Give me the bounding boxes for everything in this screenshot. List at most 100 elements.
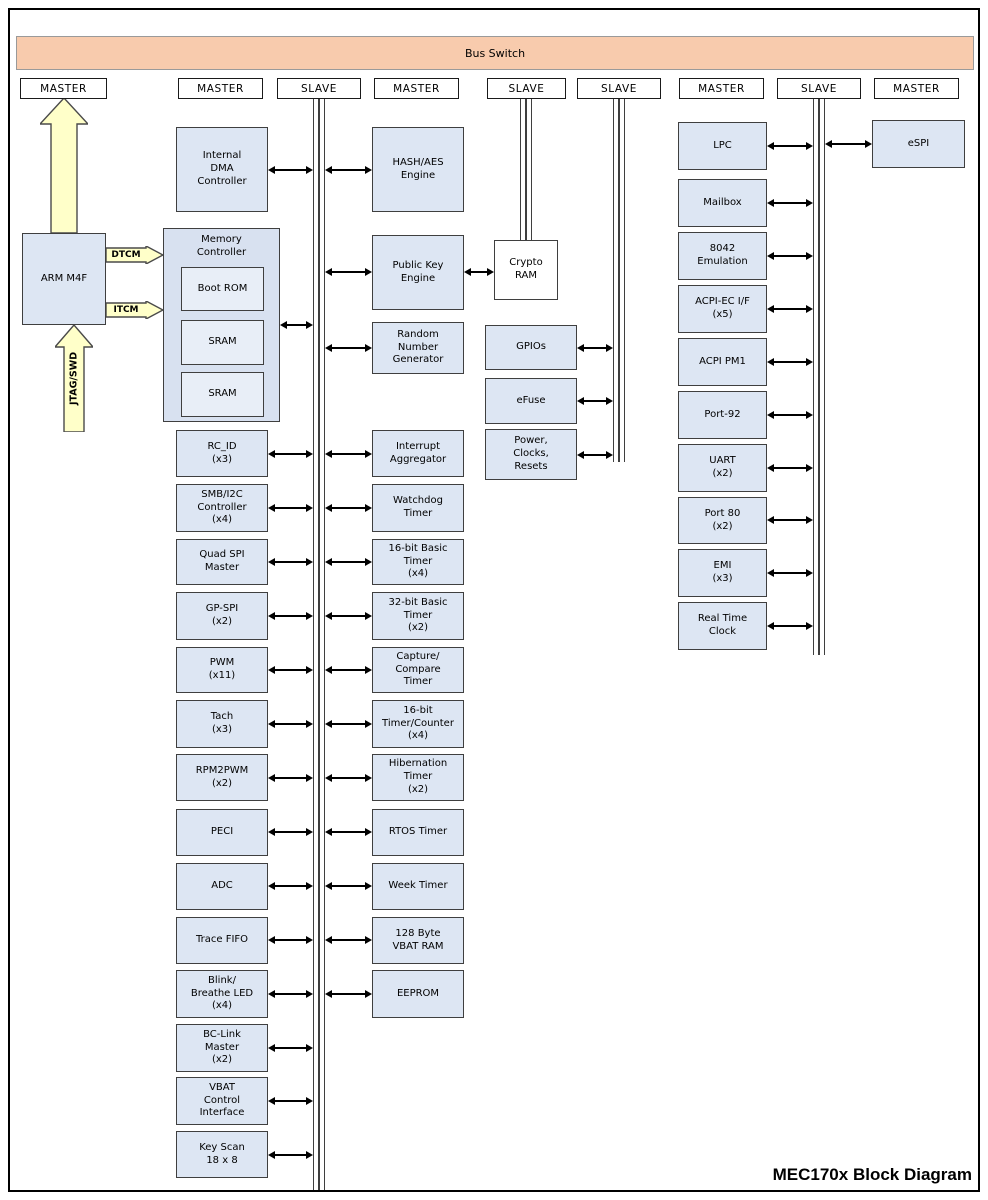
double-arrow (577, 450, 613, 460)
double-arrow (325, 881, 372, 891)
block-boot-rom: Boot ROM (181, 267, 264, 311)
port-master-1: MASTER (20, 78, 107, 99)
block-port-80: Port 80 (x2) (678, 497, 767, 544)
block-hibernation-timer: Hibernation Timer (x2) (372, 754, 464, 801)
port-slave-3: SLAVE (577, 78, 661, 99)
block-acpi-pm1: ACPI PM1 (678, 338, 767, 386)
double-arrow (325, 773, 372, 783)
double-arrow (325, 989, 372, 999)
dtcm-arrow: DTCM (106, 246, 163, 264)
block-8042-emulation: 8042 Emulation (678, 232, 767, 280)
port-slave-2: SLAVE (487, 78, 566, 99)
block-timer-counter-16bit: 16-bit Timer/Counter (x4) (372, 700, 464, 748)
double-arrow (577, 343, 613, 353)
double-arrow (268, 827, 313, 837)
double-arrow (268, 557, 313, 567)
page-border (8, 8, 980, 1192)
double-arrow (464, 267, 494, 277)
port-master-4: MASTER (679, 78, 764, 99)
port-master-3: MASTER (374, 78, 459, 99)
double-arrow (268, 1096, 313, 1106)
itcm-label: ITCM (113, 305, 139, 315)
block-rc-id: RC_ID (x3) (176, 430, 268, 477)
bus-lines-slave-2 (520, 98, 532, 240)
block-vbat-ram: 128 Byte VBAT RAM (372, 917, 464, 964)
block-adc: ADC (176, 863, 268, 910)
double-arrow (268, 611, 313, 621)
double-arrow (767, 568, 813, 578)
double-arrow (325, 557, 372, 567)
block-gp-spi: GP-SPI (x2) (176, 592, 268, 640)
double-arrow (268, 665, 313, 675)
block-capture-compare-timer: Capture/ Compare Timer (372, 647, 464, 693)
double-arrow (325, 665, 372, 675)
block-lpc: LPC (678, 122, 767, 170)
block-peci: PECI (176, 809, 268, 856)
diagram-title: MEC170x Block Diagram (772, 1165, 972, 1184)
double-arrow (268, 989, 313, 999)
block-key-scan: Key Scan 18 x 8 (176, 1131, 268, 1178)
block-week-timer: Week Timer (372, 863, 464, 910)
double-arrow (767, 410, 813, 420)
block-power-clocks-resets: Power, Clocks, Resets (485, 429, 577, 480)
block-bc-link-master: BC-Link Master (x2) (176, 1024, 268, 1072)
bus-lines-slave-1 (313, 98, 325, 1190)
block-quad-spi: Quad SPI Master (176, 539, 268, 585)
block-vbat-control-interface: VBAT Control Interface (176, 1077, 268, 1125)
block-hash-aes-engine: HASH/AES Engine (372, 127, 464, 212)
double-arrow (268, 1043, 313, 1053)
block-random-number-generator: Random Number Generator (372, 322, 464, 374)
double-arrow (325, 611, 372, 621)
double-arrow (268, 503, 313, 513)
double-arrow (325, 267, 372, 277)
port-slave-1: SLAVE (277, 78, 361, 99)
block-blink-breathe-led: Blink/ Breathe LED (x4) (176, 970, 268, 1018)
double-arrow (268, 1150, 313, 1160)
double-arrow (767, 463, 813, 473)
block-basic-timer-32bit: 32-bit Basic Timer (x2) (372, 592, 464, 640)
bus-switch-bar: Bus Switch (16, 36, 974, 70)
double-arrow (577, 396, 613, 406)
block-pwm: PWM (x11) (176, 647, 268, 693)
itcm-arrow: ITCM (106, 301, 163, 319)
double-arrow (767, 515, 813, 525)
block-port-92: Port-92 (678, 391, 767, 439)
block-interrupt-aggregator: Interrupt Aggregator (372, 430, 464, 477)
dtcm-label: DTCM (111, 250, 141, 260)
block-uart: UART (x2) (678, 444, 767, 492)
block-sram-2: SRAM (181, 372, 264, 417)
bus-switch-label: Bus Switch (464, 46, 526, 60)
block-rtos-timer: RTOS Timer (372, 809, 464, 856)
double-arrow (268, 449, 313, 459)
block-watchdog-timer: Watchdog Timer (372, 484, 464, 532)
bus-lines-slave-4 (813, 98, 825, 655)
double-arrow (268, 881, 313, 891)
double-arrow (767, 141, 813, 151)
block-real-time-clock: Real Time Clock (678, 602, 767, 650)
double-arrow (325, 503, 372, 513)
block-tach: Tach (x3) (176, 700, 268, 748)
double-arrow (767, 621, 813, 631)
double-arrow (325, 827, 372, 837)
block-efuse: eFuse (485, 378, 577, 424)
double-arrow (325, 719, 372, 729)
block-gpios: GPIOs (485, 325, 577, 370)
port-master-5: MASTER (874, 78, 959, 99)
block-basic-timer-16bit: 16-bit Basic Timer (x4) (372, 539, 464, 585)
block-internal-dma: Internal DMA Controller (176, 127, 268, 212)
double-arrow (325, 165, 372, 175)
port-master-2: MASTER (178, 78, 263, 99)
double-arrow (767, 304, 813, 314)
double-arrow (280, 320, 313, 330)
double-arrow (325, 449, 372, 459)
port-slave-4: SLAVE (777, 78, 861, 99)
block-public-key-engine: Public Key Engine (372, 235, 464, 310)
double-arrow (325, 343, 372, 353)
cpu-to-master-arrow (40, 98, 88, 233)
double-arrow (825, 139, 872, 149)
block-trace-fifo: Trace FIFO (176, 917, 268, 964)
block-espi: eSPI (872, 120, 965, 168)
double-arrow (767, 357, 813, 367)
double-arrow (767, 251, 813, 261)
